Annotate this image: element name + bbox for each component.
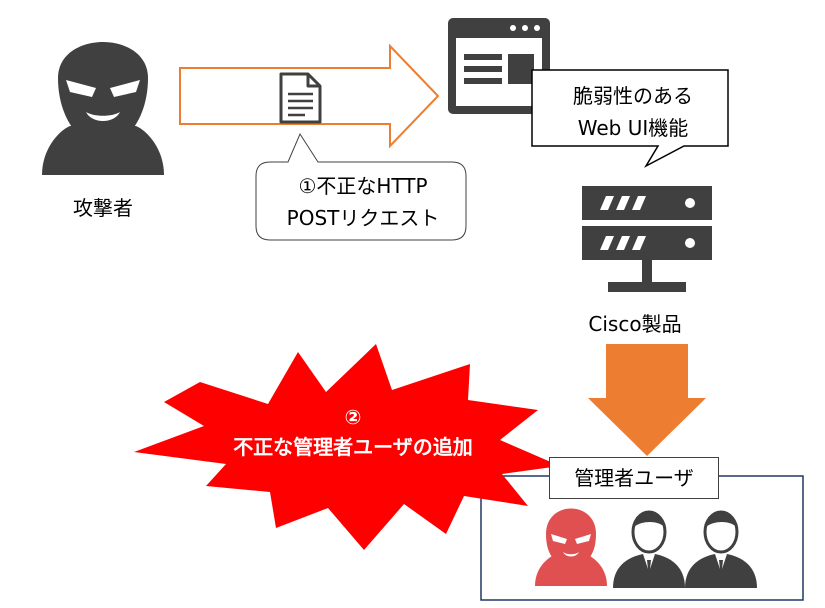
attacker-icon — [42, 42, 164, 175]
web-callout-line1: 脆弱性のある — [573, 84, 693, 108]
admin-group-label: 管理者ユーザ — [549, 457, 719, 499]
document-icon — [279, 72, 322, 124]
web-callout-line2: Web UI機能 — [577, 116, 689, 140]
server-label: Cisco製品 — [588, 312, 682, 336]
admin-user-icon — [685, 510, 757, 588]
burst-text: ② 不正な管理者ユーザの追加 — [178, 402, 528, 462]
server-icon — [582, 186, 712, 292]
web-callout-text: 脆弱性のある Web UI機能 — [533, 80, 733, 144]
web-callout-bubble — [531, 69, 729, 168]
request-callout-bubble — [255, 132, 467, 241]
browser-window-icon — [448, 18, 550, 114]
explosion-burst — [134, 344, 560, 550]
burst-line2: 不正な管理者ユーザの追加 — [233, 435, 473, 459]
burst-line1: ② — [344, 405, 362, 429]
down-arrow — [588, 344, 706, 456]
admin-user-icon — [613, 510, 685, 588]
attacker-label: 攻撃者 — [73, 196, 133, 220]
request-callout-text: ①不正なHTTP POSTリクエスト — [258, 170, 468, 234]
request-callout-line1: ①不正なHTTP — [298, 174, 428, 198]
request-callout-line2: POSTリクエスト — [286, 206, 440, 230]
malicious-admin-icon — [535, 508, 607, 586]
